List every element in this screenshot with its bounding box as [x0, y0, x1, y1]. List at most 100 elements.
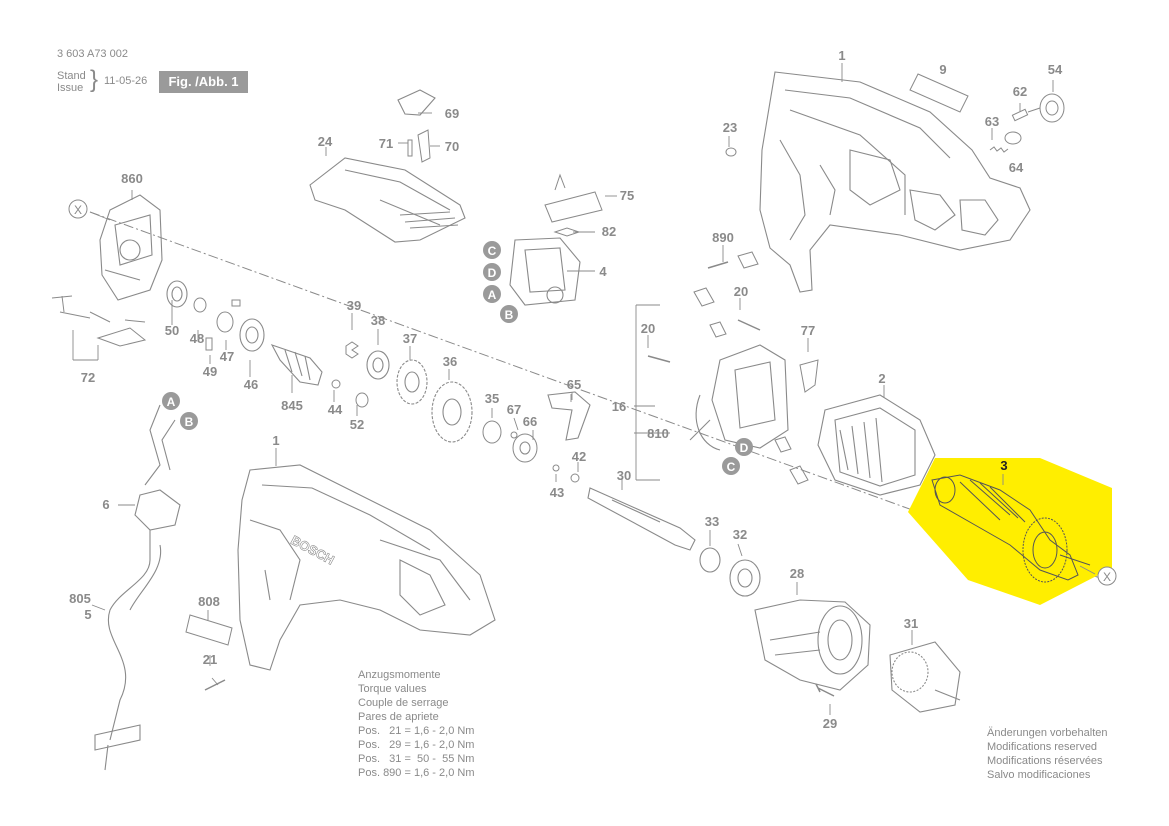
callout-47: 47	[220, 349, 234, 364]
torque-values: Anzugsmomente Torque values Couple de se…	[358, 668, 474, 780]
callout-890: 890	[712, 230, 734, 245]
callout-69: 69	[445, 106, 459, 121]
callout-49: 49	[203, 364, 217, 379]
ball-43	[552, 464, 560, 472]
cable-805	[94, 404, 181, 771]
torque-title-fr: Couple de serrage	[358, 697, 449, 709]
svg-text:D: D	[488, 266, 497, 280]
torque-title-de: Anzugsmomente	[358, 669, 441, 681]
callout-1: 1	[838, 48, 845, 63]
callout-1: 1	[272, 433, 279, 448]
spindle-30	[587, 487, 696, 551]
spring-39	[345, 341, 359, 359]
svg-text:A: A	[167, 395, 176, 409]
marker-x-2: X	[1097, 566, 1117, 586]
svg-text:C: C	[488, 244, 497, 258]
callout-20: 20	[734, 284, 748, 299]
callout-70: 70	[445, 139, 459, 154]
housing-half-bottom	[237, 464, 496, 671]
chuck-31	[889, 641, 961, 713]
callout-28: 28	[790, 566, 804, 581]
torque-title-en: Torque values	[358, 683, 427, 695]
clip-82	[553, 227, 581, 237]
modifications-note: Änderungen vorbehalten Modifications res…	[987, 726, 1107, 782]
washer-48	[193, 297, 207, 313]
ring-44	[331, 379, 341, 389]
parts-72	[51, 295, 147, 347]
marker-a-2: A	[162, 392, 180, 410]
callout-2: 2	[878, 371, 885, 386]
callout-9: 9	[939, 62, 946, 77]
callout-39: 39	[347, 298, 361, 313]
switch-plate-75	[544, 173, 603, 223]
callout-48: 48	[190, 331, 204, 346]
callout-23: 23	[723, 120, 737, 135]
clip-77	[799, 359, 819, 393]
brush-bot	[774, 436, 792, 453]
marker-b-2: B	[180, 412, 198, 430]
figure-label: Fig. /Abb. 1	[159, 71, 248, 93]
callout-35: 35	[485, 391, 499, 406]
callout-52: 52	[350, 417, 364, 432]
issue-label: Issue	[57, 82, 84, 94]
marker-a-1: A	[483, 285, 501, 303]
callout-77: 77	[801, 323, 815, 338]
screw-20-a	[647, 355, 671, 363]
callout-30: 30	[617, 468, 631, 483]
pin-49	[205, 337, 213, 351]
callout-32: 32	[733, 527, 747, 542]
brush-top	[693, 287, 715, 307]
gear-47	[216, 311, 234, 333]
gear-38	[366, 350, 390, 380]
field-2	[817, 394, 936, 496]
callout-5: 5	[84, 607, 91, 622]
callout-29: 29	[823, 716, 837, 731]
callout-6: 6	[102, 497, 109, 512]
callout-37: 37	[403, 331, 417, 346]
callout-16: 16	[612, 399, 626, 414]
brush-mid	[709, 321, 727, 338]
label-plate-808	[185, 614, 233, 646]
gear-46	[239, 318, 265, 352]
document-number: 3 603 A73 002	[57, 48, 128, 60]
callout-43: 43	[550, 485, 564, 500]
callout-33: 33	[705, 514, 719, 529]
torque-row: Pos. 890 = 1,6 - 2,0 Nm	[358, 767, 475, 779]
svg-text:X: X	[1103, 570, 1111, 584]
callout-4: 4	[599, 264, 607, 279]
screw-20-b	[737, 319, 761, 331]
svg-text:A: A	[488, 288, 497, 302]
callout-71: 71	[379, 136, 393, 151]
callout-21: 21	[203, 652, 217, 667]
screw-29	[815, 683, 835, 697]
callout-50: 50	[165, 323, 179, 338]
callout-36: 36	[443, 354, 457, 369]
ring-64	[1004, 131, 1022, 145]
callout-62: 62	[1013, 84, 1027, 99]
clamp-890	[737, 251, 759, 269]
callout-54: 54	[1048, 62, 1063, 77]
pin-62	[1011, 108, 1029, 122]
selector-65	[547, 391, 591, 441]
letter-markers: C D A B A B D C X X	[68, 199, 1117, 586]
modifications-es: Salvo modificaciones	[987, 769, 1091, 781]
housing-half-top	[759, 71, 1031, 293]
bearing-50	[166, 280, 188, 308]
pin-67	[510, 431, 518, 439]
modifications-fr: Modifications réservées	[987, 755, 1103, 767]
modifications-en: Modifications reserved	[987, 741, 1098, 753]
armature-3	[931, 474, 1091, 583]
gear-housing-860	[99, 194, 163, 301]
callout-66: 66	[523, 414, 537, 429]
svg-text:C: C	[727, 460, 736, 474]
callout-72: 72	[81, 370, 95, 385]
callout-67: 67	[507, 402, 521, 417]
callout-31: 31	[904, 616, 918, 631]
ring-35	[482, 420, 502, 444]
marker-d-1: D	[483, 263, 501, 281]
switch-knob-54	[1027, 93, 1065, 123]
gear-37	[396, 359, 428, 405]
callout-860: 860	[121, 171, 143, 186]
front-housing-28	[754, 599, 871, 691]
callout-75: 75	[620, 188, 634, 203]
